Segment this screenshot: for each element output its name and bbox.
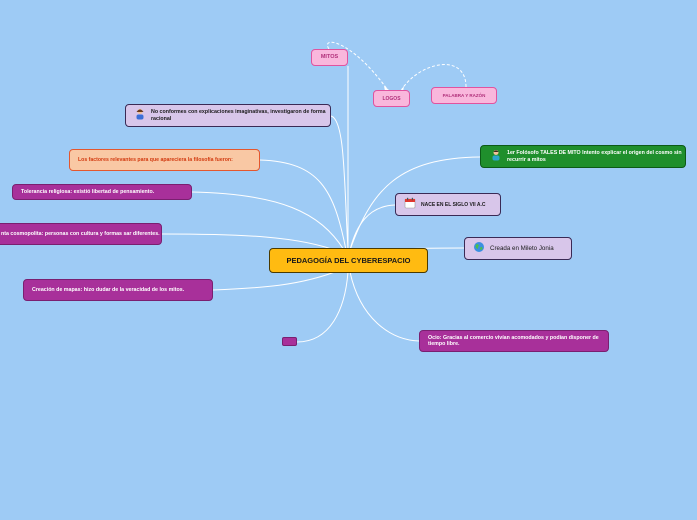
topic-tolerancia-label: Tolerancia religiosa: existió libertad d… bbox=[21, 188, 155, 195]
topic-logos[interactable]: LOGOS bbox=[373, 90, 410, 107]
topic-creacion-de-mapas[interactable]: Creación de mapas: hizo dudar de la vera… bbox=[23, 279, 213, 301]
topic-no-conformes[interactable]: No conformes con explicaciones imaginati… bbox=[125, 104, 331, 127]
arrowhead-logos-left bbox=[384, 86, 389, 91]
topic-mileto-jonia[interactable]: Creada en Mileto Jonia bbox=[464, 237, 572, 260]
dashed-link-palabra-logos bbox=[401, 64, 467, 90]
connector-ocio bbox=[349, 271, 420, 342]
topic-cosmopolita-label: nta cosmopolita: personas con cultura y … bbox=[1, 230, 160, 237]
dashed-link-mitos-logos bbox=[326, 41, 388, 90]
topic-cosmopolita[interactable]: nta cosmopolita: personas con cultura y … bbox=[0, 223, 162, 245]
person-icon bbox=[490, 149, 502, 164]
central-topic[interactable]: PEDAGOGÍA DEL CYBERESPACIO bbox=[269, 248, 428, 273]
calendar-icon bbox=[404, 197, 416, 212]
topic-mileto-label: Creada en Mileto Jonia bbox=[490, 244, 554, 252]
globe-icon bbox=[473, 241, 485, 256]
topic-factores-label: Los factores relevantes para que apareci… bbox=[78, 156, 233, 163]
topic-nace-siglo[interactable]: NACE EN EL SIGLO VII A.C bbox=[395, 193, 501, 216]
topic-palabra-y-razon-label: PALABRA Y RAZÓN bbox=[442, 92, 486, 98]
topic-tales-de-mito[interactable]: 1er Folósofo TALES DE MITO Intento expli… bbox=[480, 145, 686, 168]
person-thinking-icon bbox=[134, 108, 146, 123]
central-topic-label: PEDAGOGÍA DEL CYBERESPACIO bbox=[286, 256, 411, 265]
connector-blank bbox=[296, 271, 349, 343]
topic-logos-label: LOGOS bbox=[382, 95, 401, 102]
connector-nace bbox=[349, 204, 396, 251]
topic-mitos-label: MITOS bbox=[320, 54, 339, 61]
connector-mapas bbox=[212, 269, 341, 291]
topic-mitos[interactable]: MITOS bbox=[311, 49, 348, 66]
connector-noconformes bbox=[330, 115, 349, 251]
topic-empty[interactable] bbox=[282, 337, 297, 346]
topic-tolerancia-religiosa[interactable]: Tolerancia religiosa: existió libertad d… bbox=[12, 184, 192, 200]
topic-tales-label: 1er Folósofo TALES DE MITO Intento expli… bbox=[507, 150, 682, 163]
connector-cosmopolita bbox=[161, 233, 341, 253]
topic-palabra-y-razon[interactable]: PALABRA Y RAZÓN bbox=[431, 87, 497, 104]
connector-factores bbox=[259, 159, 347, 251]
topic-mapas-label: Creación de mapas: hizo dudar de la vera… bbox=[32, 286, 185, 293]
topic-no-conformes-label: No conformes con explicaciones imaginati… bbox=[151, 109, 326, 122]
topic-factores[interactable]: Los factores relevantes para que apareci… bbox=[69, 149, 260, 171]
topic-ocio[interactable]: Ocio: Gracias al comercio vivían acomoda… bbox=[419, 330, 609, 352]
connector-tolerancia bbox=[191, 191, 345, 251]
topic-nace-label: NACE EN EL SIGLO VII A.C bbox=[421, 201, 486, 208]
topic-ocio-label: Ocio: Gracias al comercio vivían acomoda… bbox=[428, 334, 599, 347]
